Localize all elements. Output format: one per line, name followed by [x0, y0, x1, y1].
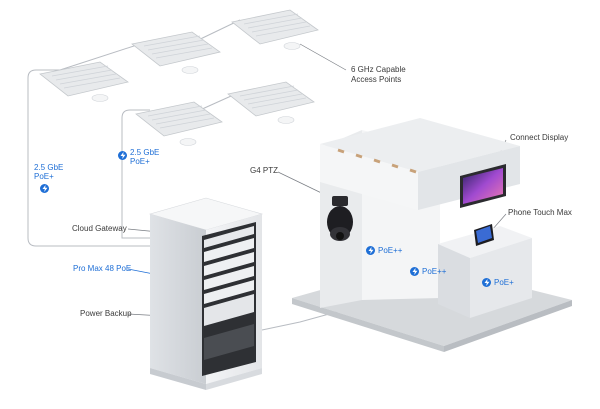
access-point-tiles: [39, 9, 319, 146]
poe-badge-camera: PoE++: [366, 246, 402, 255]
poe-left-speed: 2.5 GbE: [34, 163, 64, 172]
g4-ptz-label: G4 PTZ: [250, 166, 279, 175]
poe-badge-left-text: 2.5 GbE PoE+: [34, 163, 63, 181]
poe-badge-left-uplink: 2.5 GbE PoE+: [34, 163, 63, 181]
access-points-label-line1: 6 GHz Capable: [351, 65, 406, 74]
leader-phone: [491, 213, 507, 231]
lightning-bolt-icon: [410, 267, 419, 276]
phone-touch-max: [474, 224, 494, 246]
poe-badge-phone: PoE+: [482, 278, 514, 287]
poe-display-type: PoE++: [422, 267, 447, 276]
leader-access-points: [299, 43, 347, 71]
poe-right-speed: 2.5 GbE: [130, 148, 160, 157]
ap-tile-1: [39, 61, 129, 102]
access-points-label: 6 GHz Capable Access Points: [351, 65, 406, 85]
lightning-bolt-icon: [40, 184, 49, 193]
poe-left-type: PoE+: [34, 172, 54, 181]
connect-display: [460, 164, 506, 208]
lightning-bolt-icon: [366, 246, 375, 255]
ap-tile-2: [131, 31, 221, 74]
poe-phone-type: PoE+: [494, 278, 514, 287]
cable-left-to-rack: [27, 230, 150, 247]
ap-tile-3: [231, 9, 319, 50]
poe-badge-display: PoE++: [410, 267, 446, 276]
ap-tile-4: [135, 101, 223, 146]
cable-right-to-rack: [121, 228, 150, 239]
lightning-bolt-icon: [482, 278, 491, 287]
poe-badge-right-uplink: 2.5 GbE PoE+: [130, 148, 159, 166]
poe-camera-type: PoE++: [378, 246, 403, 255]
cable-ap-row-top: [27, 69, 72, 230]
access-points-label-line2: Access Points: [351, 75, 402, 84]
lightning-bolt-icon: [118, 151, 127, 160]
server-rack: [148, 197, 264, 390]
poe-badge-right-text: 2.5 GbE PoE+: [130, 148, 159, 166]
connect-display-label: Connect Display: [510, 133, 569, 142]
power-backup-label: Power Backup: [80, 309, 132, 318]
poe-right-type: PoE+: [130, 157, 150, 166]
g4-ptz-camera: [327, 196, 353, 241]
ceiling-beams: [337, 148, 417, 174]
cloud-gateway-label: Cloud Gateway: [72, 224, 127, 233]
phone-touch-max-label: Phone Touch Max: [508, 208, 572, 217]
ap-tile-5: [227, 81, 315, 124]
switch-stack: [204, 238, 254, 304]
cable-ap-row-bottom: [121, 109, 150, 228]
pro-max-switch-label: Pro Max 48 PoE: [73, 264, 132, 273]
